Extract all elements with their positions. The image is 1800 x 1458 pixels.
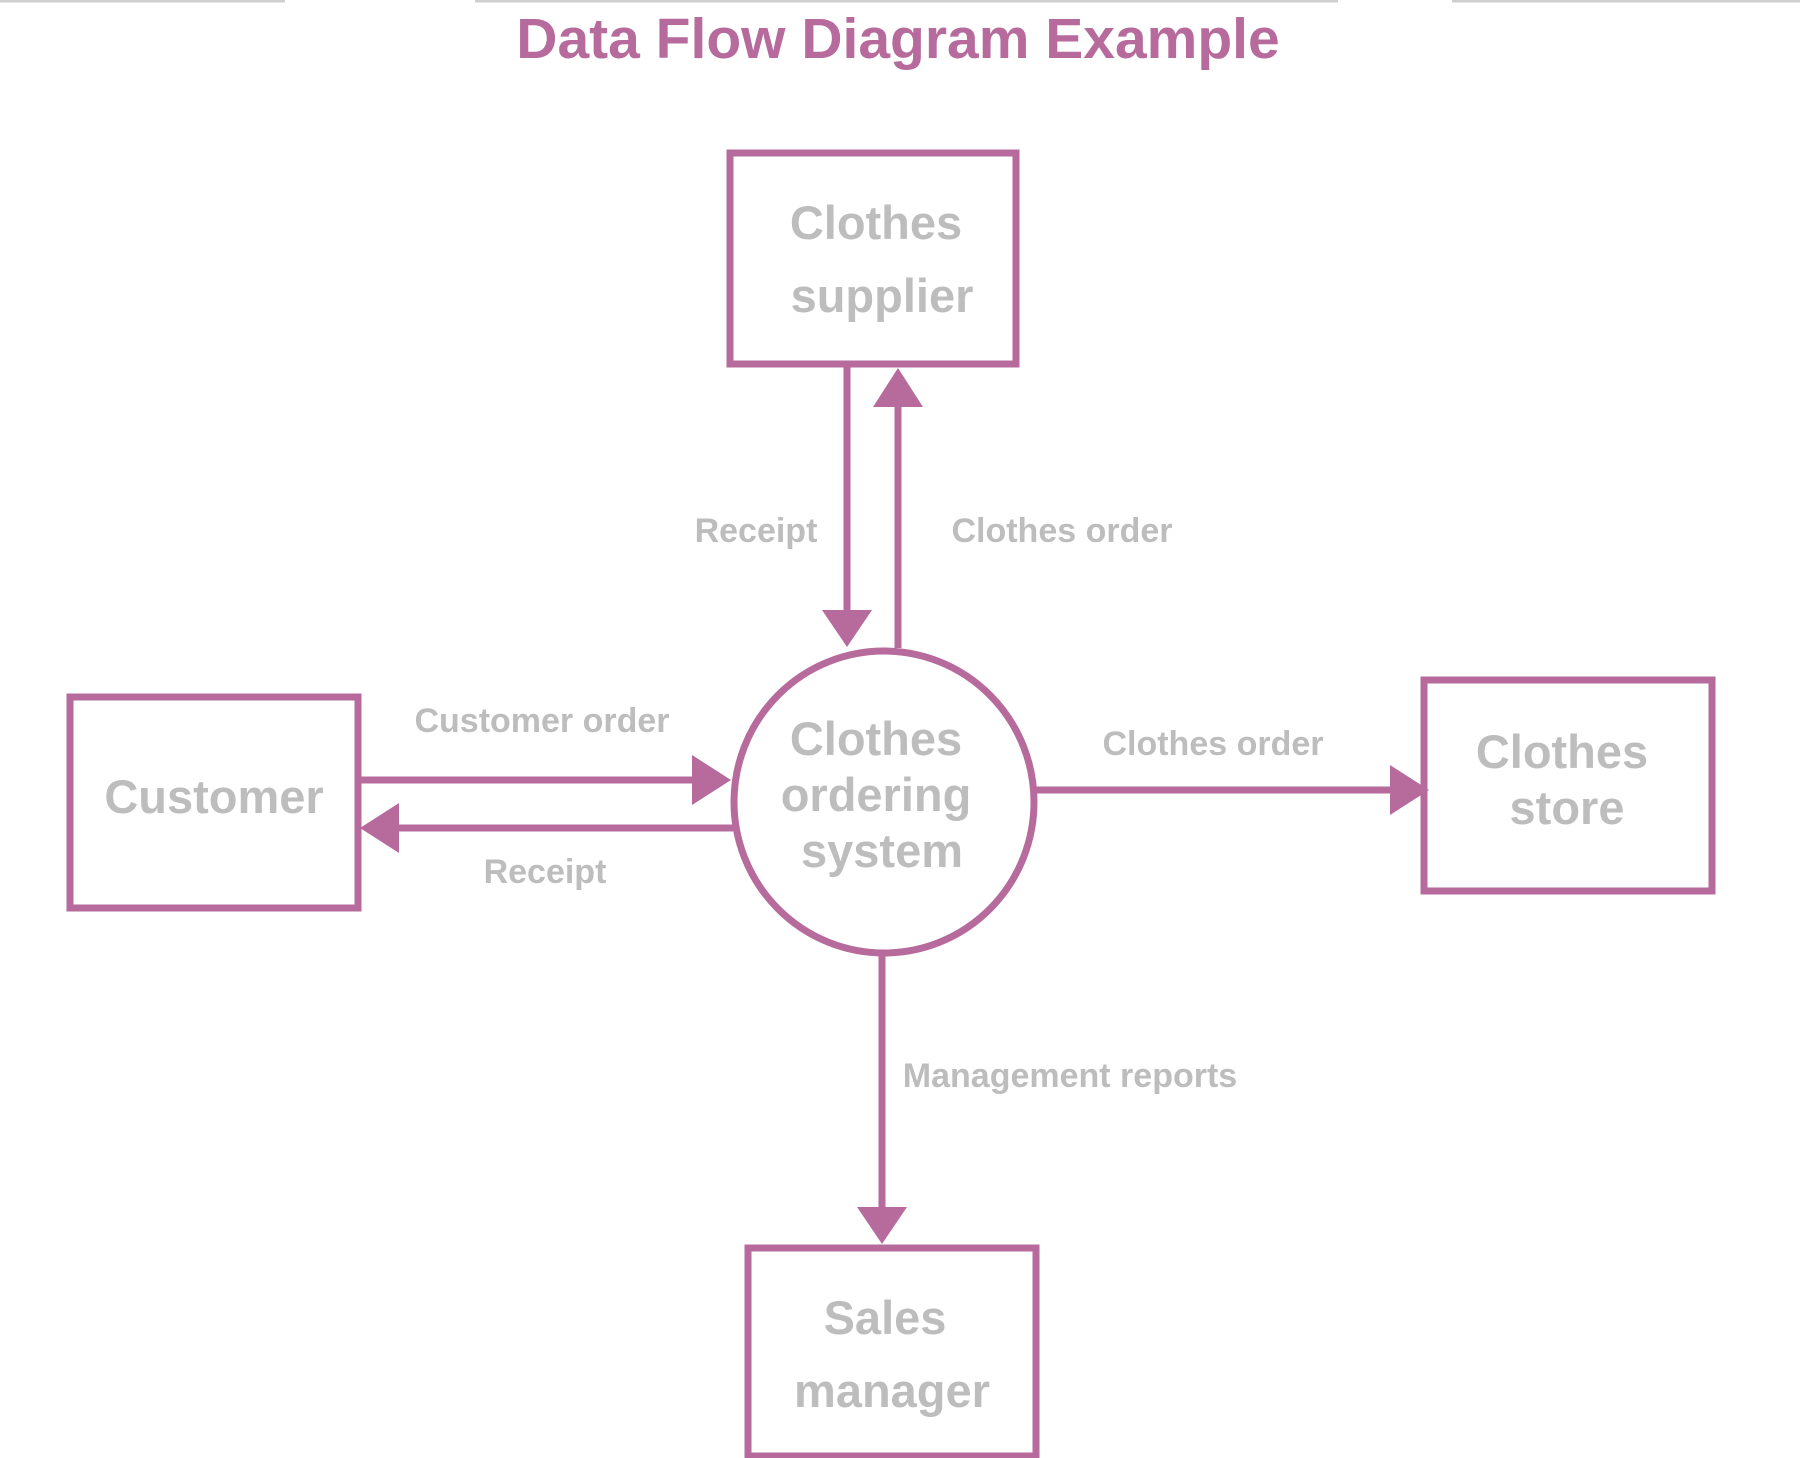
arrowhead-up-icon	[873, 368, 923, 407]
entity-label-line2: manager	[794, 1364, 990, 1417]
arrowhead-right-icon	[1390, 765, 1429, 815]
flow-label: Clothes order	[1102, 725, 1323, 763]
flow-customer-receipt: Receipt	[360, 803, 733, 891]
entity-label-line2: store	[1510, 781, 1625, 834]
flow-label: Receipt	[695, 512, 818, 550]
entity-label-line1: Customer	[104, 770, 323, 823]
process-label-line2: ordering	[781, 768, 972, 821]
flow-supplier-receipt: Receipt	[695, 367, 872, 647]
process-label-line3: system	[801, 824, 963, 877]
entity-box	[1420, 676, 1716, 895]
flow-management-reports: Management reports	[857, 954, 1237, 1244]
flow-customer-order: Customer order	[358, 702, 731, 805]
flow-label: Clothes order	[951, 512, 1172, 550]
diagram-title: Data Flow Diagram Example	[516, 7, 1279, 71]
process-clothes-ordering-system: Clothes ordering system	[730, 647, 1038, 957]
entity-customer: Customer	[66, 693, 362, 912]
flow-label: Receipt	[484, 853, 607, 891]
arrowhead-down-icon	[822, 610, 872, 647]
entity-sales-manager: Sales manager	[744, 1244, 1040, 1458]
arrowhead-down-icon	[857, 1207, 907, 1244]
flow-label: Management reports	[903, 1057, 1237, 1095]
entity-label-line1: Clothes	[790, 196, 962, 249]
entity-label-line1: Clothes	[1476, 725, 1648, 778]
flow-supplier-order: Clothes order	[873, 368, 1173, 648]
arrowhead-right-icon	[692, 755, 731, 805]
process-label-line1: Clothes	[790, 712, 962, 765]
entity-box	[744, 1244, 1040, 1458]
process-circle	[730, 647, 1038, 957]
entity-clothes-store: Clothes store	[1420, 676, 1716, 895]
flow-label: Customer order	[414, 702, 669, 740]
entity-clothes-supplier: Clothes supplier	[726, 149, 1020, 368]
flow-store-order: Clothes order	[1035, 725, 1429, 815]
entity-label-line2: supplier	[791, 269, 974, 322]
entity-box	[726, 149, 1020, 368]
entity-label-line1: Sales	[824, 1291, 947, 1344]
entity-box	[66, 693, 362, 912]
arrowhead-left-icon	[360, 803, 399, 853]
